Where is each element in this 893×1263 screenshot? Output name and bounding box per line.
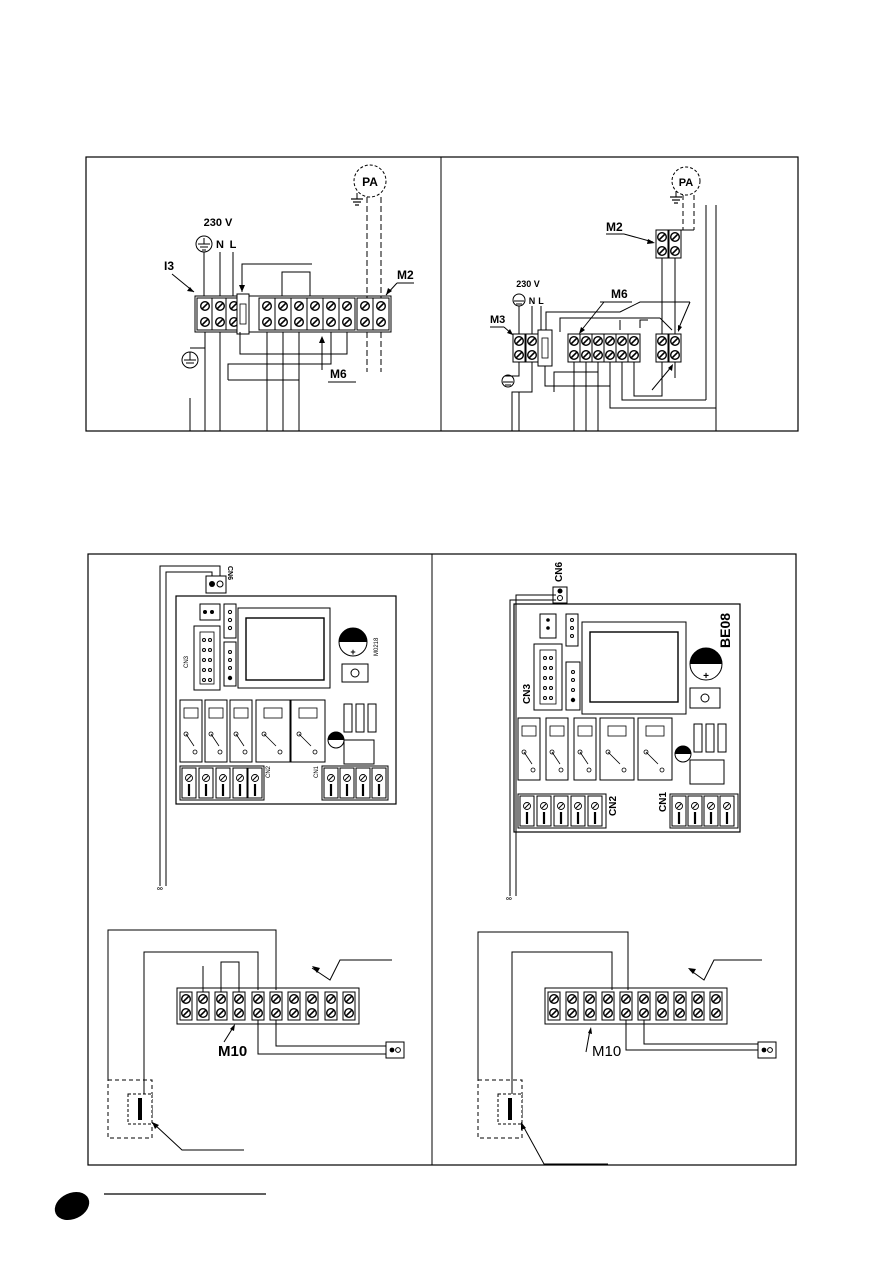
pa-motor-symbol-right: [671, 166, 701, 196]
page-marker-blob: [54, 1191, 90, 1221]
cn6-label-left: CN6: [226, 566, 233, 580]
terminal-strip-cn2-left: CN2: [179, 765, 272, 801]
terminal-strip-cn2-right: CN2: [517, 793, 619, 829]
svg-text:+: +: [350, 647, 355, 657]
cn1-label-right: CN1: [658, 792, 669, 812]
cn2-label-left: CN2: [266, 765, 272, 778]
board-code-left: M0218: [374, 637, 380, 656]
cn3-label-right: CN3: [522, 684, 533, 704]
terminal-label-m6-right: M6: [611, 287, 628, 301]
terminal-label-m3: M3: [490, 314, 505, 326]
cn2-label-right: CN2: [608, 796, 619, 816]
cable-break-right: ﹾﹾ: [506, 897, 512, 909]
terminal-strip-cn1-left: CN1: [314, 765, 389, 801]
terminal-label-m6-left: M6: [330, 367, 347, 381]
cn3-label-left: CN3: [184, 655, 190, 668]
line-label-right: L: [538, 296, 544, 306]
terminal-label-m2-right: M2: [606, 220, 623, 234]
voltage-label-right: 230 V: [516, 279, 540, 289]
top-left-diagram: PA 230 V N L I3: [164, 164, 414, 431]
terminal-block-right: [513, 329, 681, 367]
terminal-label-m10-right: M10: [592, 1043, 621, 1060]
pcb-right: CN6 ﹾﹾ + BE08 CN3: [506, 562, 741, 909]
pa-motor-symbol: [353, 164, 387, 198]
cn1-label-left: CN1: [314, 765, 320, 778]
terminal-label-i3: I3: [164, 259, 174, 273]
m10-wiring-right: M10: [477, 931, 777, 1165]
pa-label-left: PA: [362, 175, 378, 189]
neutral-label-right: N: [529, 296, 536, 306]
bottom-frame: [87, 553, 797, 1166]
cable-break-left: ﹾﹾ: [157, 887, 163, 899]
cn6-label-right: CN6: [554, 562, 565, 582]
voltage-label-left: 230 V: [204, 217, 233, 229]
svg-text:+: +: [703, 671, 709, 682]
terminal-label-m2-left: M2: [397, 268, 414, 282]
terminal-block-left: [194, 293, 392, 335]
terminal-label-m10-left: M10: [218, 1043, 247, 1060]
terminal-strip-cn1-right: CN1: [658, 792, 739, 829]
top-right-diagram: PA M2 230 V N L: [490, 166, 717, 431]
board-code-right: BE08: [717, 613, 733, 648]
neutral-label-left: N: [216, 239, 224, 251]
pcb-left: CN6 ﹾﹾ + CN3 M0218: [157, 565, 397, 899]
m10-wiring-left: M10: [107, 929, 405, 1151]
top-frame: [85, 156, 799, 432]
pa-label-right: PA: [679, 177, 694, 189]
line-label-left: L: [230, 239, 237, 251]
